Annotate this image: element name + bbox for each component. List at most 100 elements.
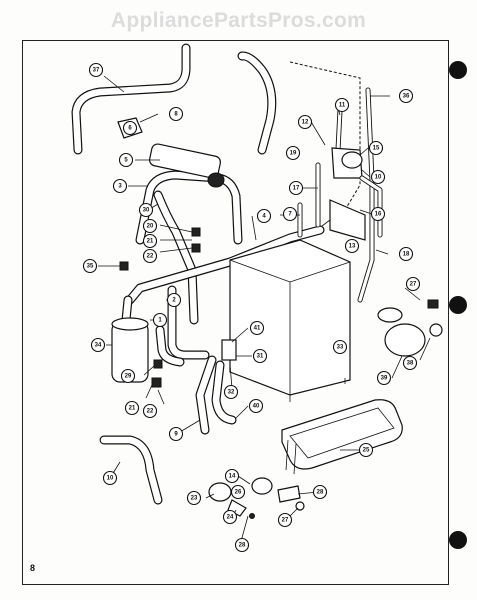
callout-circle (398, 88, 414, 104)
callout-circle (222, 509, 238, 525)
callout-34: 34 (90, 337, 106, 353)
callout-26: 26 (230, 484, 246, 500)
callout-circle (370, 169, 386, 185)
callout-label: 29 (125, 373, 132, 379)
callout-8: 8 (168, 106, 184, 122)
callout-36: 36 (398, 88, 414, 104)
callout-label: 14 (229, 473, 236, 479)
part-40 (429, 323, 443, 337)
callout-10: 10 (102, 470, 118, 486)
callout-circle (297, 114, 313, 130)
callout-label: 16 (375, 211, 382, 217)
heater-coil-inner (289, 407, 395, 459)
callout-label: 28 (239, 542, 246, 548)
callout-5: 5 (118, 152, 134, 168)
callout-label: 31 (257, 353, 264, 359)
compressor-edges (229, 259, 351, 395)
callout-circle (230, 484, 246, 500)
callout-4: 4 (256, 208, 272, 224)
compressor-feet (289, 378, 346, 402)
callout-circle (277, 512, 293, 528)
callout-19: 19 (285, 145, 301, 161)
callout-label: 8 (174, 111, 178, 117)
callout-label: 25 (363, 447, 370, 453)
callout-circle (142, 233, 158, 249)
solenoid-38-top (377, 307, 403, 323)
callout-38: 38 (402, 355, 418, 371)
callout-circle (256, 208, 272, 224)
callout-12: 12 (297, 114, 313, 130)
callout-41: 41 (249, 320, 265, 336)
callout-21: 21 (124, 400, 140, 416)
callout-27: 27 (277, 512, 293, 528)
callout-label: 21 (129, 405, 136, 411)
callout-label: 22 (147, 408, 154, 414)
bracket-36 (329, 199, 366, 241)
watermark: AppliancePartsPros.com (110, 9, 367, 32)
callout-circle (398, 246, 414, 262)
callout-label: 28 (317, 489, 324, 495)
callout-28: 28 (234, 537, 250, 553)
callout-label: 15 (373, 145, 380, 151)
callout-37: 37 (88, 62, 104, 78)
solenoid-38 (384, 323, 426, 357)
callout-circle (102, 470, 118, 486)
fitting-21-top (191, 227, 201, 237)
callout-label: 22 (147, 253, 154, 259)
callout-21: 21 (142, 233, 158, 249)
binder-hole-top (449, 61, 467, 79)
callout-circle (234, 537, 250, 553)
callout-label: 7 (288, 211, 292, 217)
callout-40: 40 (248, 398, 264, 414)
accumulator-top (111, 317, 149, 331)
fitting-21-bottom (151, 377, 162, 388)
callout-circle (142, 248, 158, 264)
callout-label: 40 (253, 403, 260, 409)
callout-circle (282, 206, 298, 222)
callout-label: 12 (302, 119, 309, 125)
callout-circle (122, 120, 138, 136)
callout-label: 20 (147, 223, 154, 229)
callout-label: 13 (349, 243, 356, 249)
clamp-32 (221, 339, 237, 361)
callout-circle (248, 398, 264, 414)
callout-circle (405, 276, 421, 292)
callout-label: 11 (339, 102, 346, 108)
fitting-24 (277, 485, 301, 503)
callout-circle (142, 403, 158, 419)
callout-circle (223, 384, 239, 400)
fitting-23 (251, 477, 273, 495)
callout-circle (82, 258, 98, 274)
callout-label: 35 (87, 263, 94, 269)
part-41 (427, 299, 439, 309)
callout-15: 15 (368, 140, 384, 156)
callout-16: 16 (370, 206, 386, 222)
callout-label: 18 (403, 251, 410, 257)
callout-circle (166, 292, 182, 308)
callout-label: 23 (191, 495, 198, 501)
callout-circle (334, 97, 350, 113)
callout-label: 2 (172, 297, 176, 303)
callout-circle (152, 312, 168, 328)
callout-27: 27 (405, 276, 421, 292)
callout-label: 37 (93, 67, 100, 73)
callout-25: 25 (358, 442, 374, 458)
callout-label: 3 (118, 183, 122, 189)
callout-3: 3 (112, 178, 128, 194)
drier-5 (148, 143, 222, 179)
callout-28: 28 (312, 484, 328, 500)
callout-circle (402, 355, 418, 371)
callout-circle (252, 348, 268, 364)
callout-circle (168, 106, 184, 122)
callout-circle (368, 140, 384, 156)
callout-label: 39 (381, 375, 388, 381)
callout-circle (138, 202, 154, 218)
fitting-35 (119, 261, 129, 271)
callout-29: 29 (120, 368, 136, 384)
callout-7: 7 (282, 206, 298, 222)
callout-20: 20 (142, 218, 158, 234)
callout-35: 35 (82, 258, 98, 274)
callout-label: 26 (235, 489, 242, 495)
callout-circle (370, 206, 386, 222)
callout-22: 22 (142, 403, 158, 419)
